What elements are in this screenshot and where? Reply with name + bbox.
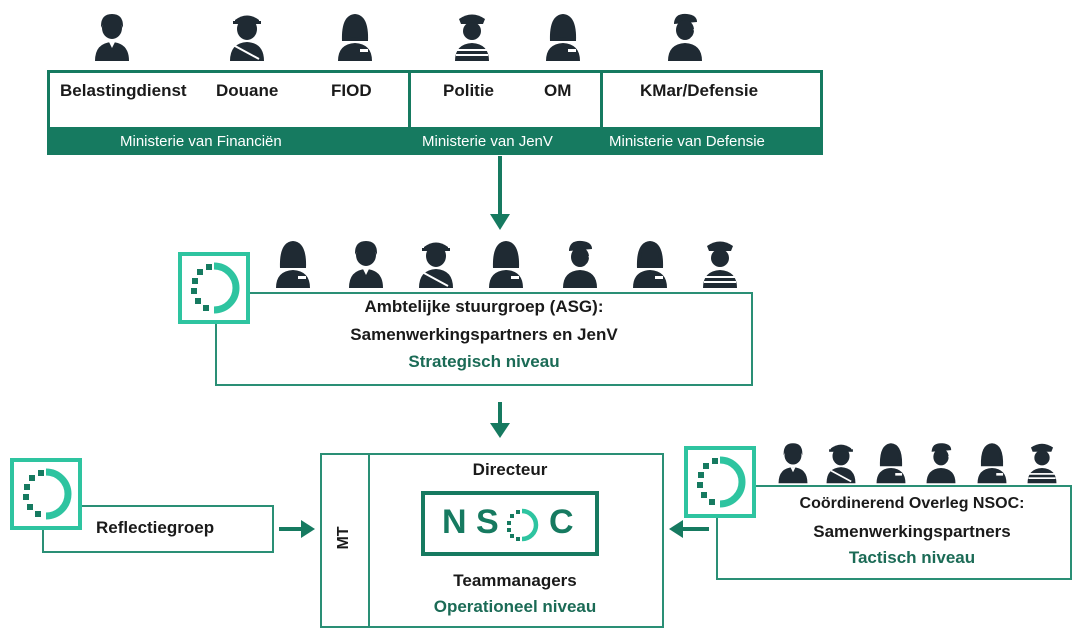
police-officer-icon — [700, 236, 740, 290]
mt-label: MT — [335, 526, 352, 550]
arrow-icon — [490, 156, 510, 230]
asg-level: Strategisch niveau — [408, 352, 560, 371]
ministry-defence-label: Ministerie van Defensie — [609, 133, 765, 150]
org-belastingdienst: Belastingdienst — [60, 81, 187, 100]
arrow-icon — [490, 402, 510, 438]
org-om: OM — [544, 81, 572, 100]
meeting-cycle-icon — [690, 452, 750, 512]
person-icon — [346, 236, 386, 290]
person-icon — [975, 440, 1009, 484]
arrow-icon — [669, 520, 709, 538]
person-icon — [630, 236, 670, 290]
org-kmar-defensie: KMar/Defensie — [640, 81, 759, 100]
ministry-jenv-box — [408, 70, 603, 130]
soldier-icon — [665, 10, 705, 62]
customs-officer-icon — [227, 10, 267, 62]
org-douane: Douane — [216, 81, 279, 100]
nsoc-logo-c: C — [549, 503, 574, 541]
asg-title: Ambtelijke stuurgroep (ASG): — [364, 297, 604, 316]
reflectie-label: Reflectiegroep — [96, 518, 215, 537]
meeting-cycle-icon — [184, 258, 244, 318]
police-officer-icon — [452, 10, 492, 62]
person-icon — [874, 440, 908, 484]
arrow-icon — [279, 520, 315, 538]
ministry-bar — [47, 128, 823, 155]
nsoc-logo-s: S — [476, 503, 499, 541]
asg-box — [215, 292, 753, 386]
nsoc-teammanagers: Teammanagers — [453, 571, 577, 590]
overleg-subtitle: Samenwerkingspartners — [813, 522, 1011, 541]
person-icon — [543, 10, 583, 62]
person-icon — [486, 236, 526, 290]
nsoc-logo-o-icon — [507, 508, 539, 542]
person-icon — [92, 10, 132, 62]
customs-officer-icon — [416, 236, 456, 290]
meeting-cycle-icon — [16, 464, 76, 524]
person-icon — [335, 10, 375, 62]
soldier-icon — [924, 440, 958, 484]
nsoc-logo-n: N — [442, 503, 469, 541]
nsoc-level: Operationeel niveau — [433, 597, 597, 616]
customs-officer-icon — [824, 440, 858, 484]
overleg-title: Coördinerend Overleg NSOC: — [799, 495, 1025, 512]
ministry-finance-label: Ministerie van Financiën — [120, 133, 282, 150]
org-politie: Politie — [443, 81, 495, 100]
soldier-icon — [560, 236, 600, 290]
mt-divider — [368, 453, 370, 628]
police-officer-icon — [1025, 440, 1059, 484]
person-icon — [273, 236, 313, 290]
overleg-box — [716, 485, 1072, 580]
org-fiod: FIOD — [331, 81, 372, 100]
nsoc-logo-frame — [421, 491, 599, 556]
ministry-jenv-label: Ministerie van JenV — [422, 133, 553, 150]
asg-subtitle: Samenwerkingspartners en JenV — [350, 325, 618, 344]
overleg-level: Tactisch niveau — [848, 548, 976, 567]
nsoc-directeur: Directeur — [472, 460, 548, 479]
person-icon — [776, 440, 810, 484]
